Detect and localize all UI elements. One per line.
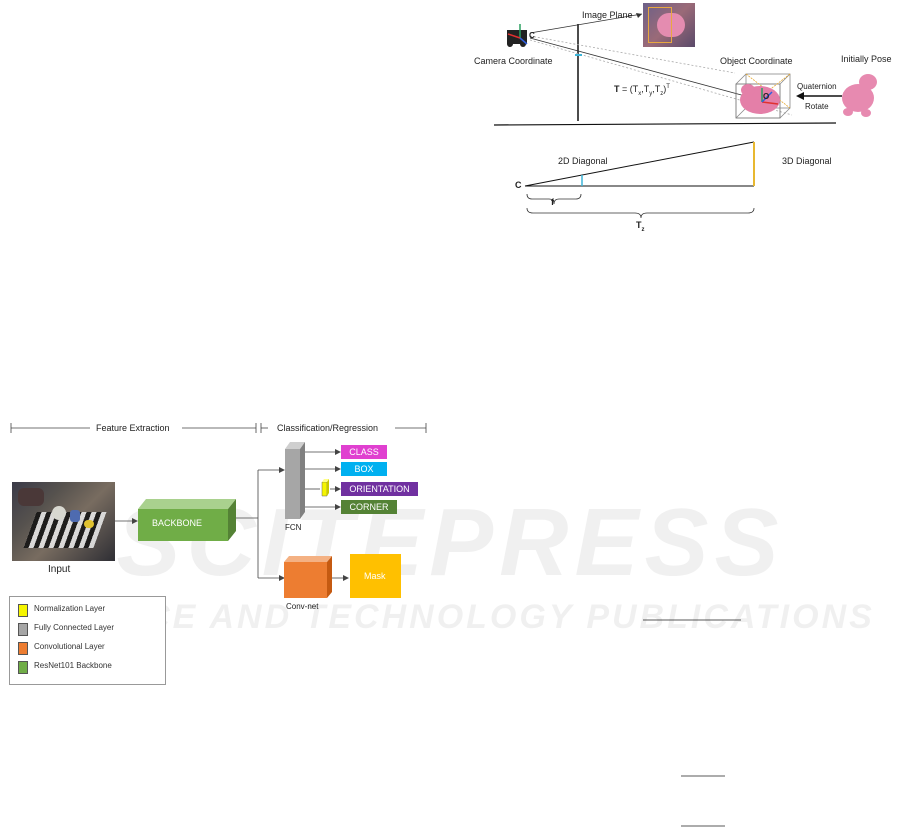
network-figure-lines <box>10 423 427 598</box>
orientation-output: ORIENTATION <box>341 482 418 496</box>
legend-swatch <box>18 604 28 617</box>
corner-output: CORNER <box>341 500 397 514</box>
classification-regression-label: Classification/Regression <box>277 423 379 433</box>
camera-coordinate-label: Camera Coordinate <box>474 56 553 66</box>
close-paren: ) <box>663 84 667 94</box>
tz-part: ,T <box>652 84 661 94</box>
translation-bold-t: T <box>614 84 620 94</box>
layer-legend: Normalization Layer Fully Connected Laye… <box>9 596 166 685</box>
box-output: BOX <box>341 462 387 476</box>
image-plane-label: Image Plane <box>582 10 633 20</box>
backbone-label: BACKBONE <box>152 518 203 528</box>
diagonal-2d-label: 2D Diagonal <box>558 156 608 166</box>
ty-sub: y <box>649 90 653 97</box>
legend-swatch <box>18 623 28 636</box>
input-image <box>12 482 115 561</box>
input-label: Input <box>48 564 71 575</box>
camera-c-label: C <box>529 31 535 40</box>
quaternion-label: Quaternion <box>797 82 837 91</box>
class-output: CLASS <box>341 445 387 459</box>
rotate-label: Rotate <box>805 102 829 111</box>
focal-f-label: f <box>551 197 554 207</box>
fcn-label: FCN <box>285 523 302 532</box>
translation-equation: T = (Tx,Ty,Tz)T <box>614 84 670 97</box>
c-point-label: C <box>515 180 522 190</box>
object-o-label: O <box>763 92 770 101</box>
watermark-sub: SCIENCE AND TECHNOLOGY PUBLICATIONS <box>26 598 875 636</box>
ty-part: ,T <box>641 84 650 94</box>
legend-swatch <box>18 642 28 655</box>
projected-object-thumbnail <box>643 3 695 47</box>
object-coordinate-label: Object Coordinate <box>720 56 793 66</box>
legend-swatch <box>18 661 28 674</box>
diagonal-3d-label: 3D Diagonal <box>782 156 832 166</box>
conv-net-label: Conv-net <box>286 602 319 611</box>
tx-sub: x <box>638 90 642 97</box>
translation-eq-part: = (T <box>619 84 639 94</box>
pose-figure-lines <box>493 13 877 219</box>
tz-sub: z <box>660 90 664 97</box>
tz-label: Tz <box>636 220 645 233</box>
feature-extraction-label: Feature Extraction <box>96 423 170 433</box>
mask-label: Mask <box>364 571 386 581</box>
transpose-sup: T <box>666 84 670 90</box>
initially-pose-label: Initially Pose <box>841 54 892 64</box>
